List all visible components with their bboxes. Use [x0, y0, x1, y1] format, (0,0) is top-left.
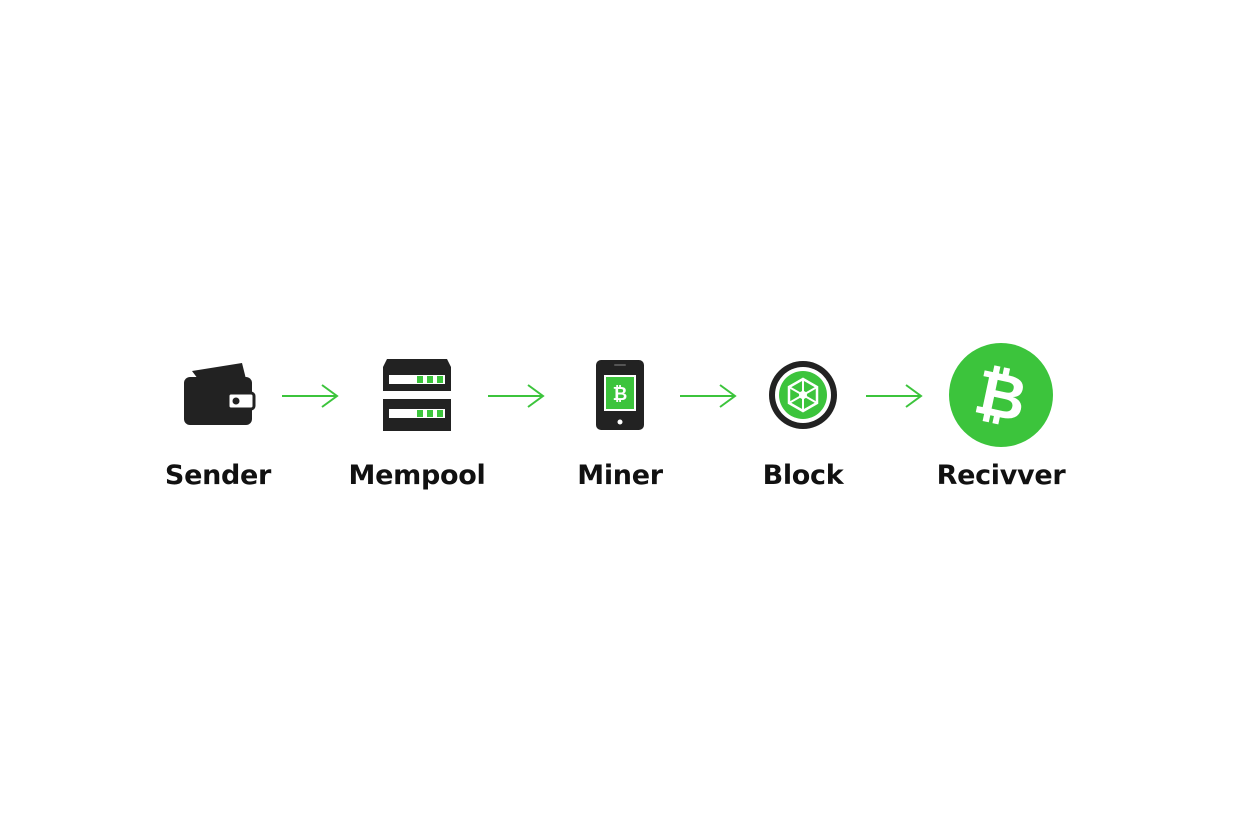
step-label: Mempool [348, 460, 486, 491]
step-label: Block [762, 460, 844, 491]
server-icon [332, 340, 502, 450]
block-icon [718, 340, 888, 450]
svg-text:₿: ₿ [613, 384, 628, 405]
wallet-icon [133, 340, 303, 450]
step-miner: ₿ Miner [535, 340, 705, 500]
arrow-right-icon [680, 384, 737, 408]
mining-device-icon: ₿ [535, 340, 705, 450]
step-mempool: Mempool [332, 340, 502, 500]
step-block: Block [718, 340, 888, 500]
arrow-right-icon [488, 384, 545, 408]
step-sender: Sender [133, 340, 303, 500]
step-receiver: ₿ Recivver [916, 340, 1086, 500]
arrow-right-icon [866, 384, 923, 408]
step-label: Recivver [936, 460, 1066, 491]
arrow-right-icon [282, 384, 339, 408]
step-label: Miner [577, 460, 663, 491]
bitcoin-icon: ₿ [916, 340, 1086, 450]
step-label: Sender [164, 460, 272, 491]
